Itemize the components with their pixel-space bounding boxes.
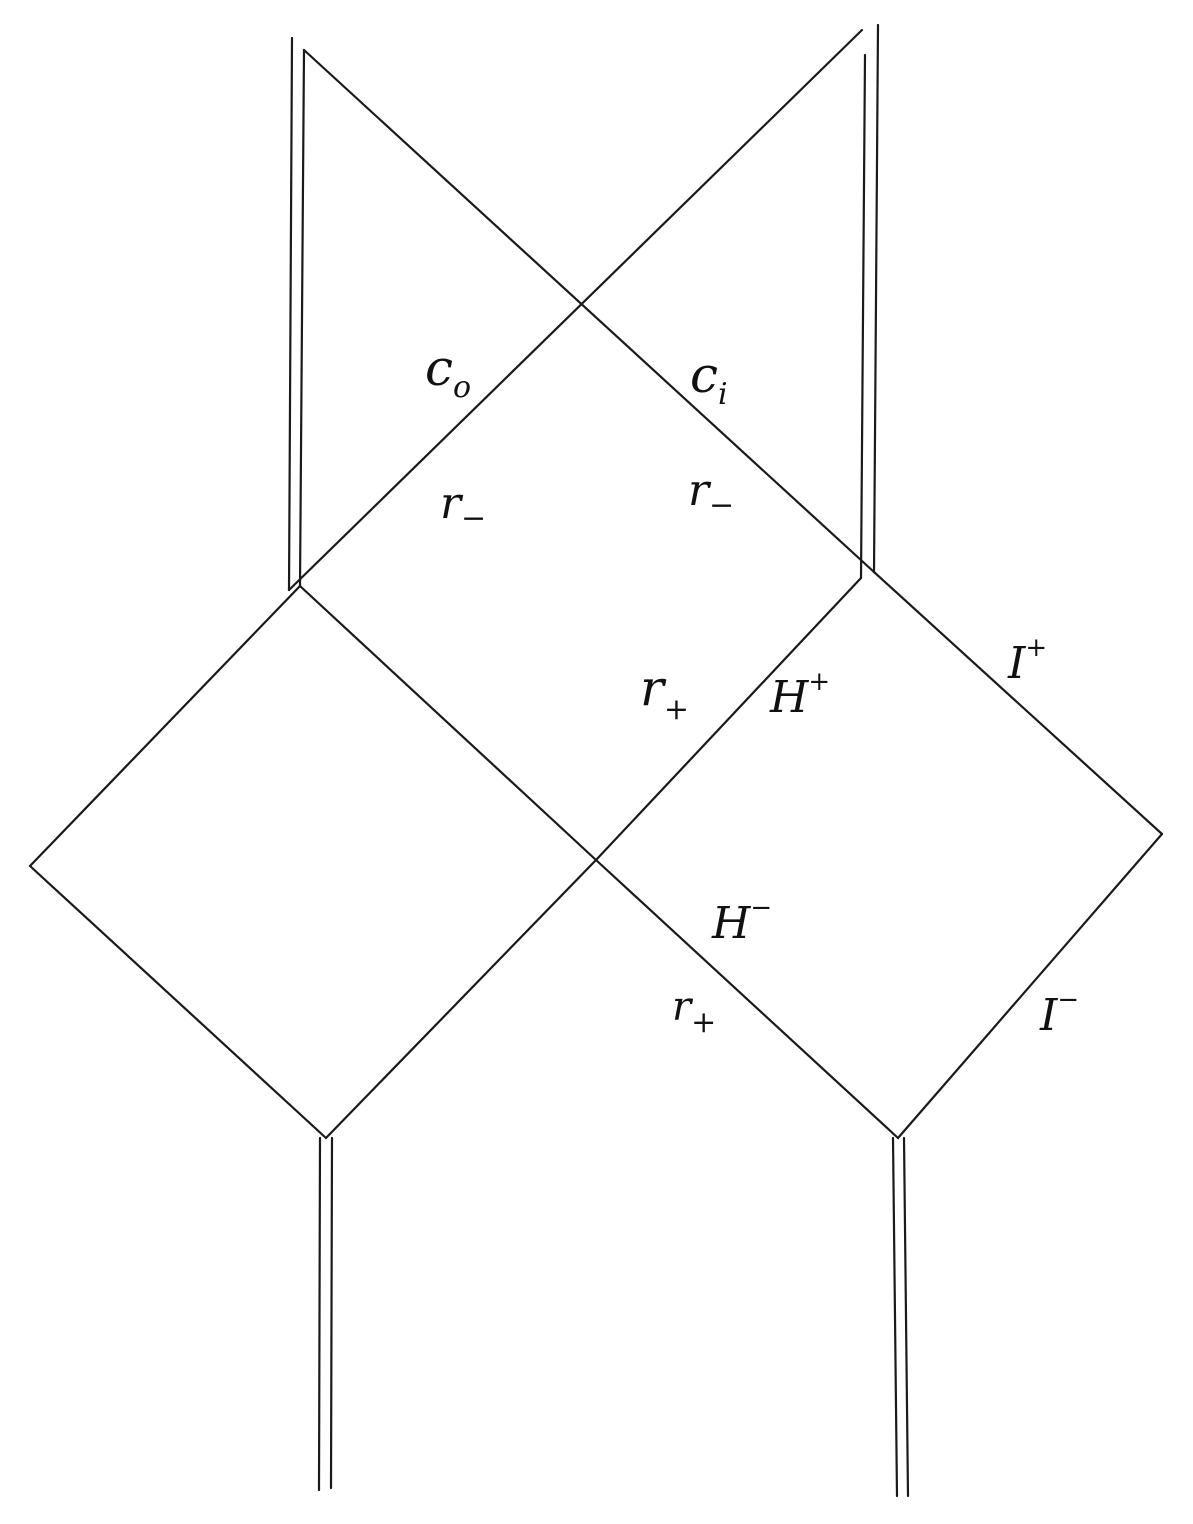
left-exterior-lower [28,864,328,1140]
lower-right-singularity [891,1136,910,1498]
past-horizon-left [324,858,598,1140]
label-r-minus-left: r− [440,478,486,536]
lower-left-singularity [317,1136,334,1492]
label-I-plus: I+ [1007,633,1047,689]
left-exterior-upper [28,584,302,868]
upper-left-singularity [287,36,306,592]
label-H-minus: H− [711,893,772,949]
scri-minus-line [896,832,1164,1140]
label-I-minus: I− [1039,985,1079,1041]
future-horizon-left [298,584,598,862]
label-r-minus-right: r− [688,465,734,523]
label-H-plus: H+ [769,667,830,723]
cauchy-horizon-inner-line [302,48,876,574]
past-horizon-right [594,858,900,1140]
upper-right-singularity [859,23,880,580]
cauchy-horizon-outer-line [287,28,864,592]
label-r-plus-upper: r+ [640,659,689,727]
label-c-o: co [425,339,471,405]
label-r-plus-lower: r+ [672,984,716,1040]
label-c-i: ci [690,346,728,412]
scri-plus-line [872,570,1164,836]
future-horizon-right [594,576,863,862]
